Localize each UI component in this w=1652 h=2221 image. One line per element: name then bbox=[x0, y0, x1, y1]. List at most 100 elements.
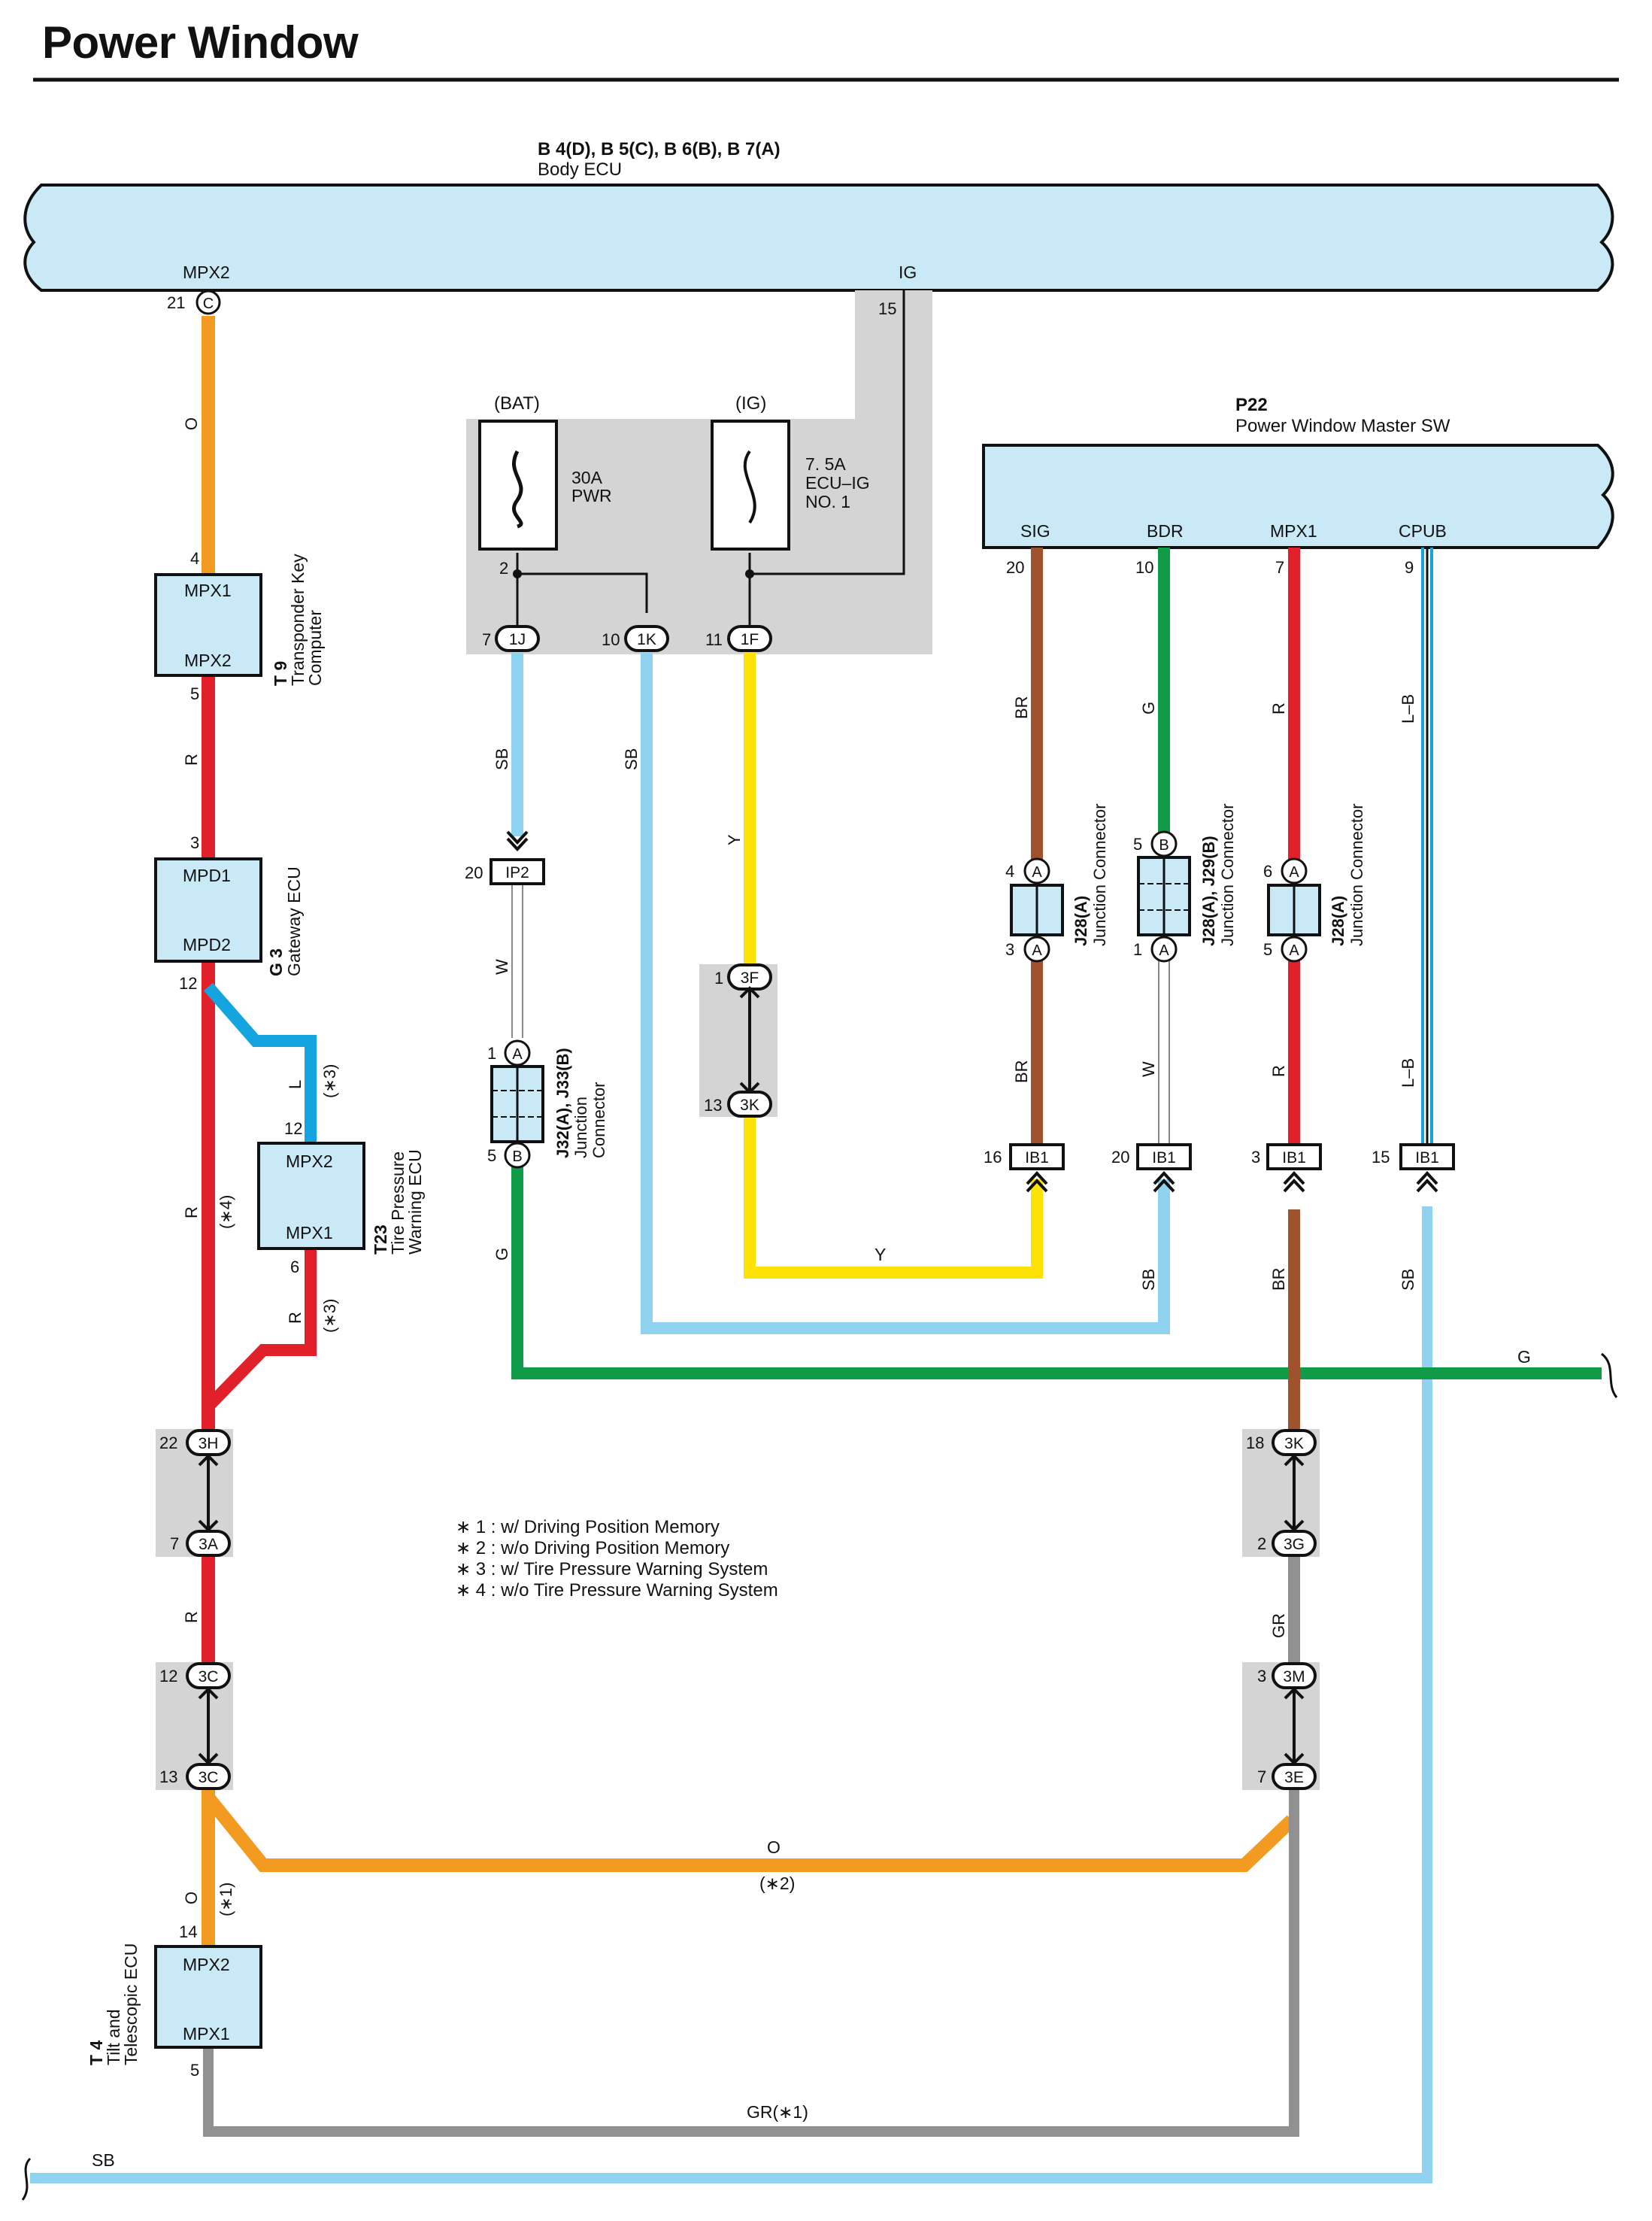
j28c-code: J28(A) bbox=[1329, 896, 1347, 946]
pin-10-bdr: 10 bbox=[1135, 558, 1153, 577]
pin-5-j28b: 5 bbox=[1133, 835, 1142, 854]
g3-code: G 3 bbox=[266, 948, 286, 976]
t9-code: T 9 bbox=[271, 661, 290, 686]
body-ecu-pin-mpx2: MPX2 bbox=[183, 262, 230, 282]
note-3: ∗ 3 : w/ Tire Pressure Warning System bbox=[456, 1559, 768, 1579]
wire-label-gr: GR bbox=[1269, 1613, 1288, 1638]
wire-label-g1: G bbox=[493, 1248, 511, 1261]
pin-16-ib1: 16 bbox=[984, 1148, 1002, 1167]
fuse-30a bbox=[478, 420, 558, 551]
master-sw-pin-cpub: CPUB bbox=[1399, 521, 1447, 541]
t23-code: T23 bbox=[371, 1224, 390, 1255]
wire-label-br1: BR bbox=[1012, 696, 1031, 719]
pin-1-j32: 1 bbox=[487, 1044, 496, 1063]
pin-7-3e: 7 bbox=[1257, 1767, 1266, 1786]
t4-pin-top: MPX2 bbox=[183, 1955, 230, 1974]
wire-label-star3b: (∗3) bbox=[320, 1299, 339, 1333]
g3-name: Gateway ECU bbox=[284, 866, 304, 976]
wire-label-sb1: SB bbox=[493, 748, 511, 770]
conn-1k: 1K bbox=[637, 631, 656, 648]
pin-7-3a: 7 bbox=[170, 1534, 179, 1553]
t9-pin-top: MPX1 bbox=[184, 581, 232, 600]
body-ecu-connectors: B 4(D), B 5(C), B 6(B), B 7(A) bbox=[538, 139, 781, 159]
t23-pin-bottom: MPX1 bbox=[286, 1223, 333, 1242]
g3-pin-bottom: MPD2 bbox=[183, 935, 231, 954]
wire-label-star1: (∗1) bbox=[217, 1883, 235, 1916]
wire-label-w1: W bbox=[493, 959, 511, 975]
pin-11-1f: 11 bbox=[705, 630, 723, 649]
wire-label-g2: G bbox=[1139, 702, 1158, 715]
pin-3-j28: 3 bbox=[1005, 940, 1014, 959]
pin-3-3m: 3 bbox=[1257, 1667, 1266, 1685]
wire-label-w2: W bbox=[1139, 1061, 1158, 1077]
conn-c: C bbox=[203, 296, 214, 312]
conn-3g: 3G bbox=[1284, 1536, 1305, 1553]
pin-20-ib1: 20 bbox=[1111, 1148, 1129, 1167]
pin-21: 21 bbox=[167, 293, 185, 312]
conn-j32-b: B bbox=[512, 1148, 522, 1165]
wire-label-y2: Y bbox=[874, 1245, 886, 1264]
wire-label-r3: R bbox=[286, 1312, 305, 1324]
wire-label-star4: (∗4) bbox=[217, 1195, 235, 1229]
fuse-bat-label: (BAT) bbox=[494, 393, 540, 414]
pin-12-t23: 12 bbox=[284, 1119, 302, 1138]
j32-code: J32(A), J33(B) bbox=[553, 1048, 572, 1158]
wire-label-lb2: L–B bbox=[1399, 1058, 1417, 1088]
j28b-name: Junction Connector bbox=[1218, 803, 1237, 946]
pin-20-ip2: 20 bbox=[465, 863, 483, 882]
t23-box bbox=[257, 1142, 365, 1250]
fuse-ig-label: (IG) bbox=[735, 393, 766, 414]
body-ecu-pin-ig: IG bbox=[899, 262, 917, 282]
wire-label-star2: (∗2) bbox=[759, 1874, 795, 1893]
conn-3c-12: 3C bbox=[199, 1668, 219, 1685]
pin-3-ib1: 3 bbox=[1251, 1148, 1260, 1167]
pin-7-mpx1: 7 bbox=[1275, 558, 1284, 577]
fuse2-no: NO. 1 bbox=[805, 492, 850, 511]
wire-gray-gr bbox=[203, 1790, 1299, 2137]
t4-code: T 4 bbox=[86, 2040, 106, 2065]
wire-label-r5: R bbox=[1269, 702, 1288, 715]
pin-15-ib1: 15 bbox=[1372, 1148, 1390, 1167]
pin-22-3h: 22 bbox=[159, 1434, 177, 1452]
wire-label-o3: O bbox=[767, 1837, 781, 1857]
wire-green-g bbox=[511, 1152, 1602, 1379]
pin-4-j28: 4 bbox=[1005, 862, 1014, 881]
conn-j28b-b: B bbox=[1159, 837, 1169, 854]
master-sw-pin-mpx1: MPX1 bbox=[1270, 521, 1317, 541]
pin-2-3g: 2 bbox=[1257, 1534, 1266, 1553]
wire-label-r1: R bbox=[182, 754, 201, 766]
conn-j28b-a: A bbox=[1159, 942, 1169, 959]
pin-14-t4: 14 bbox=[179, 1922, 197, 1941]
pin-6-t23: 6 bbox=[290, 1258, 299, 1276]
pin-9-cpub: 9 bbox=[1405, 558, 1414, 577]
note-2: ∗ 2 : w/o Driving Position Memory bbox=[456, 1538, 729, 1558]
master-sw-pin-sig: SIG bbox=[1020, 521, 1050, 541]
t4-pin-bottom: MPX1 bbox=[183, 2024, 230, 2044]
wire-yellow-2 bbox=[744, 1107, 1043, 1279]
master-sw-code: P22 bbox=[1235, 395, 1268, 415]
conn-j28a-a1: A bbox=[1032, 864, 1042, 881]
conn-j28c-a2: A bbox=[1289, 942, 1299, 959]
pin-5-t9: 5 bbox=[190, 684, 199, 703]
conn-j28a-a2: A bbox=[1032, 942, 1042, 959]
body-ecu-box bbox=[23, 184, 1614, 292]
wire-blue-l bbox=[203, 982, 317, 1143]
pin-10-1k: 10 bbox=[602, 630, 620, 649]
conn-3a: 3A bbox=[199, 1536, 218, 1553]
conn-3h: 3H bbox=[199, 1435, 219, 1452]
wire-sb-1k bbox=[641, 653, 1170, 1334]
conn-ib1-3: IB1 bbox=[1282, 1149, 1306, 1167]
pin-1-j28b: 1 bbox=[1133, 940, 1142, 959]
wire-label-y1: Y bbox=[725, 834, 744, 845]
pin-18-3k: 18 bbox=[1246, 1434, 1264, 1452]
wire-label-l: L bbox=[286, 1080, 305, 1089]
master-sw-pin-bdr: BDR bbox=[1147, 521, 1184, 541]
conn-3k: 3K bbox=[740, 1097, 759, 1114]
t9-name-1: Transponder Key bbox=[288, 554, 308, 686]
pin-1-3f: 1 bbox=[714, 969, 723, 988]
t9-box bbox=[154, 573, 262, 677]
wire-label-gr1: GR(∗1) bbox=[747, 2102, 808, 2122]
conn-3e: 3E bbox=[1284, 1769, 1304, 1786]
pin-13-3c: 13 bbox=[159, 1767, 177, 1786]
